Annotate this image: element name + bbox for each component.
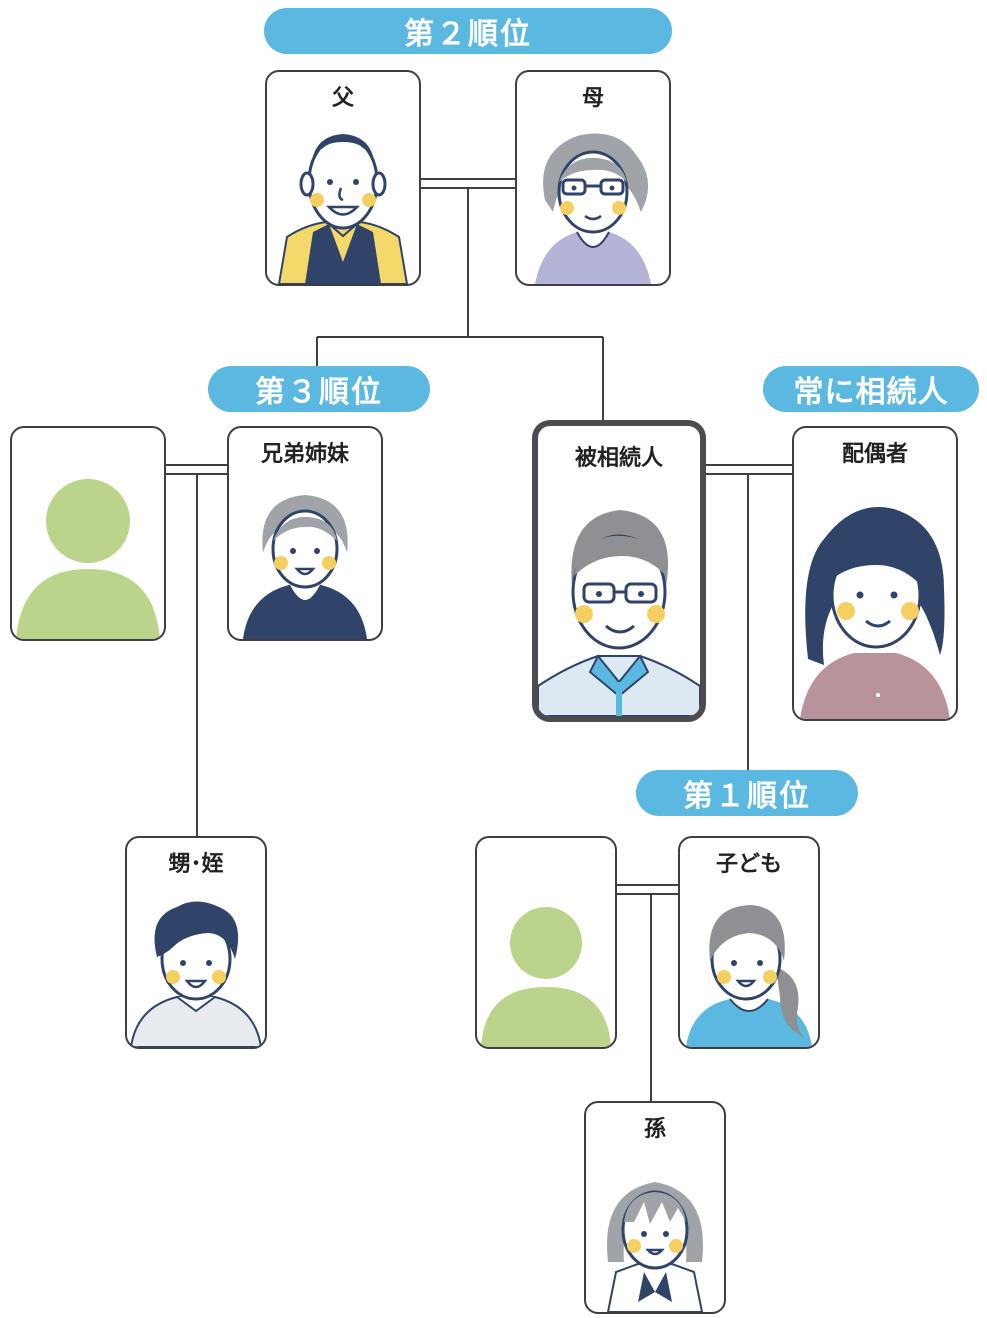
siblings-label: 兄弟姉妹 [260,442,349,467]
deceased-card: 被相続人 [532,420,706,722]
rank-second-badge: 第２順位 [264,8,672,54]
child-label: 子ども [715,852,782,877]
child-illustration [686,905,812,1047]
mother-illustration [535,133,651,284]
siblings-illustration [243,495,367,639]
nephew-niece-illustration [129,901,263,1047]
father-illustration [277,134,409,284]
siblings-card: 兄弟姉妹 [227,426,383,641]
grandchild-illustration [606,1182,704,1312]
child-card: 子ども [678,836,820,1049]
sibling-spouse-placeholder-card [10,426,166,641]
mother-label: 母 [581,86,604,111]
spouse-card: 配偶者 [792,426,958,721]
child-spouse-placeholder-card [475,836,617,1049]
person-silhouette-icon [481,907,611,1047]
grandchild-card: 孫 [584,1101,726,1314]
spouse-label: 配偶者 [841,442,908,467]
grandchild-label: 孫 [643,1117,666,1142]
always-heir-badge: 常に相続人 [763,366,979,412]
rank-first-badge: 第１順位 [636,770,858,816]
father-card: 父 [265,70,421,286]
deceased-illustration [538,510,700,716]
mother-card: 母 [515,70,671,286]
father-label: 父 [331,86,354,111]
deceased-label: 被相続人 [574,446,663,471]
spouse-illustration [800,507,950,719]
nephew-niece-card: 甥･姪 [125,836,267,1049]
rank-third-badge: 第３順位 [208,366,430,412]
nephew-niece-label: 甥･姪 [168,852,224,877]
person-silhouette-icon [16,479,160,639]
